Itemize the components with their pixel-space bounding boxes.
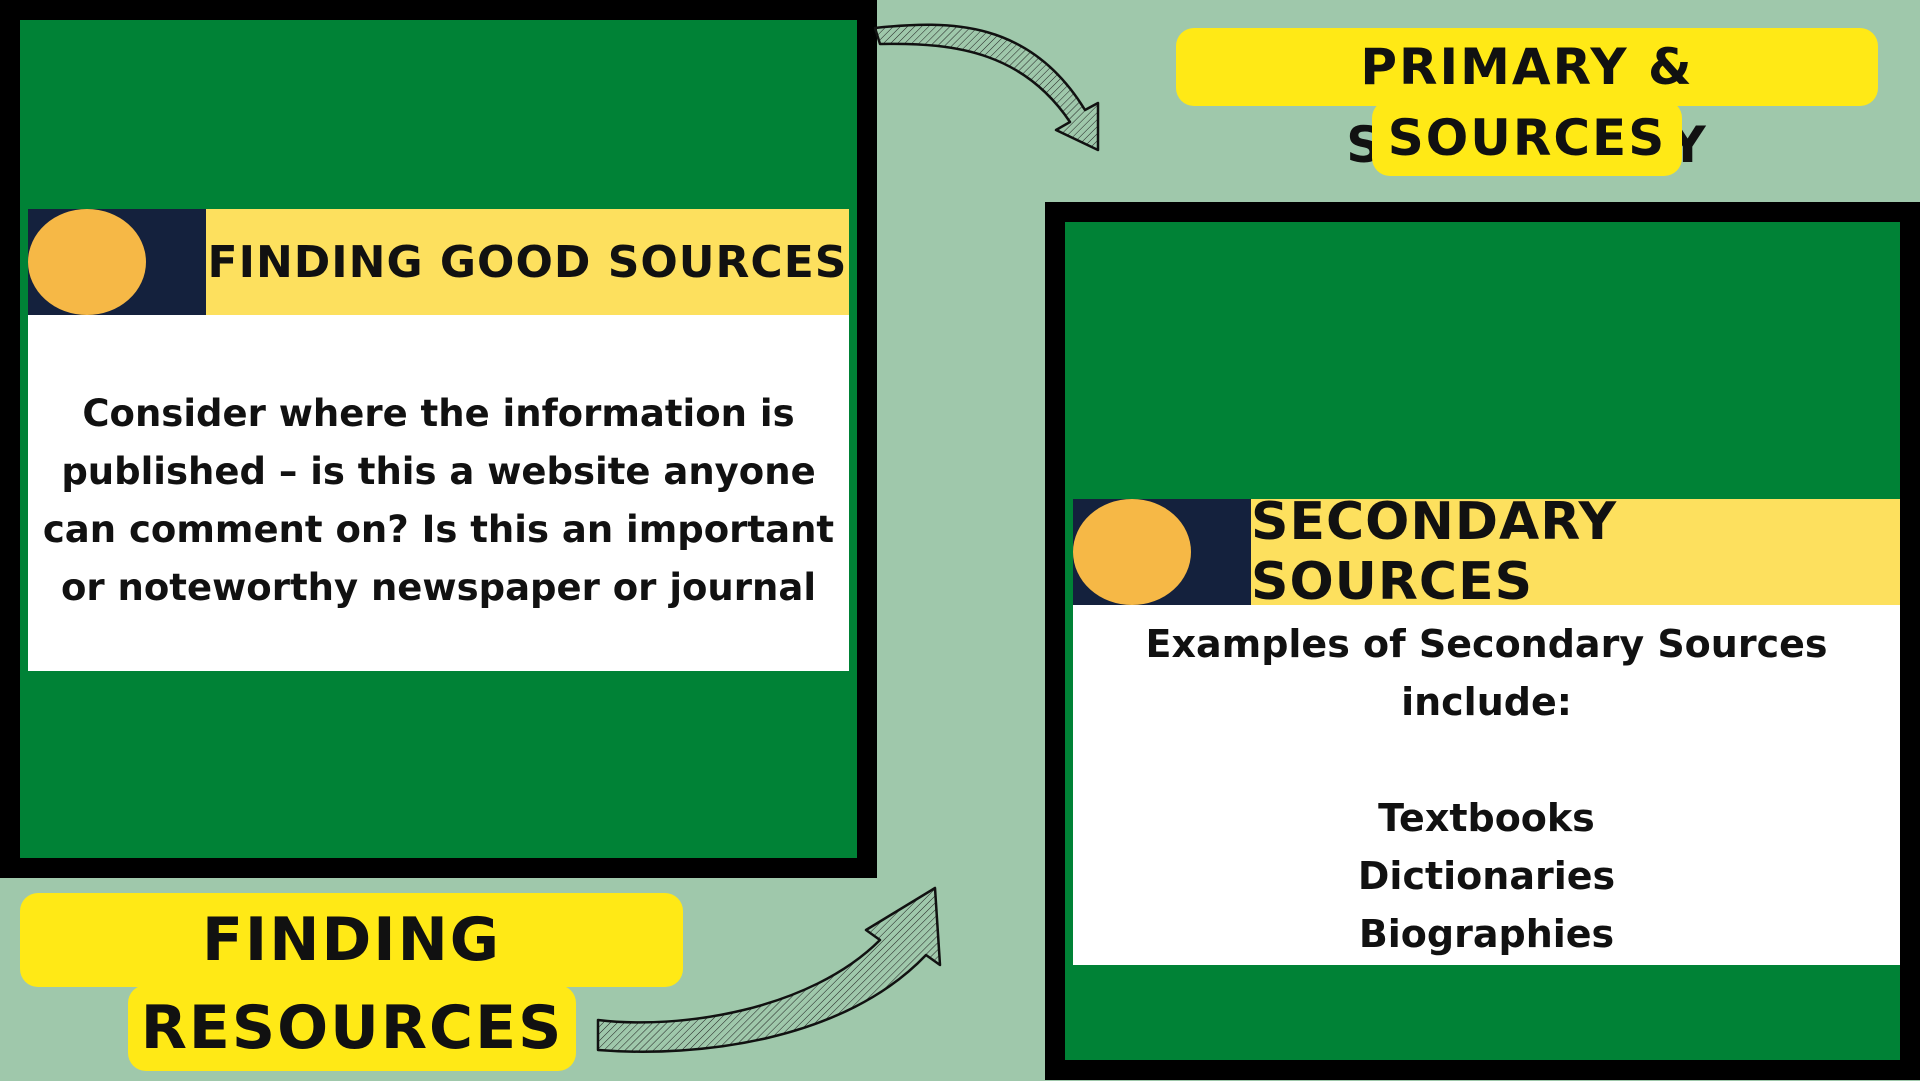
orange-dot-icon	[28, 209, 146, 315]
card-header: SECONDARY SOURCES	[1073, 492, 1900, 612]
primary-secondary-label: PRIMARY & SECONDARY	[1176, 28, 1878, 174]
body-line: can comment on? Is this an important	[42, 508, 835, 551]
example-item: Biographies	[1358, 912, 1615, 956]
card-body: Consider where the information is publis…	[28, 315, 849, 671]
header-accent-block	[1073, 499, 1251, 605]
card-title: SECONDARY SOURCES	[1251, 492, 1900, 612]
secondary-sources-card: SECONDARY SOURCES Examples of Secondary …	[1045, 202, 1920, 1080]
spacer	[1087, 731, 1886, 789]
card-body: Examples of Secondary Sources include: T…	[1073, 605, 1900, 965]
example-item: Dictionaries	[1357, 854, 1616, 898]
curved-arrow-icon	[596, 886, 942, 1053]
intro-line: Examples of Secondary Sources	[1145, 622, 1828, 666]
finding-good-sources-card: FINDING GOOD SOURCES Consider where the …	[0, 0, 877, 878]
card-title: FINDING GOOD SOURCES	[206, 209, 849, 315]
orange-dot-icon	[1073, 499, 1191, 605]
curved-arrow-icon	[873, 23, 1100, 152]
finding-academic-label: FINDING ACADEMIC	[20, 893, 683, 1069]
body-line: or noteworthy newspaper or journal	[61, 566, 816, 609]
primary-secondary-label: SOURCES	[1372, 100, 1682, 176]
body-line: published – is this a website anyone	[61, 450, 816, 493]
example-item: Textbooks	[1378, 796, 1595, 840]
finding-academic-label: RESOURCES	[128, 985, 576, 1071]
body-line: Consider where the information is	[82, 392, 795, 435]
card-header: FINDING GOOD SOURCES	[28, 209, 849, 315]
header-accent-block	[28, 209, 206, 315]
intro-line: include:	[1401, 680, 1572, 724]
